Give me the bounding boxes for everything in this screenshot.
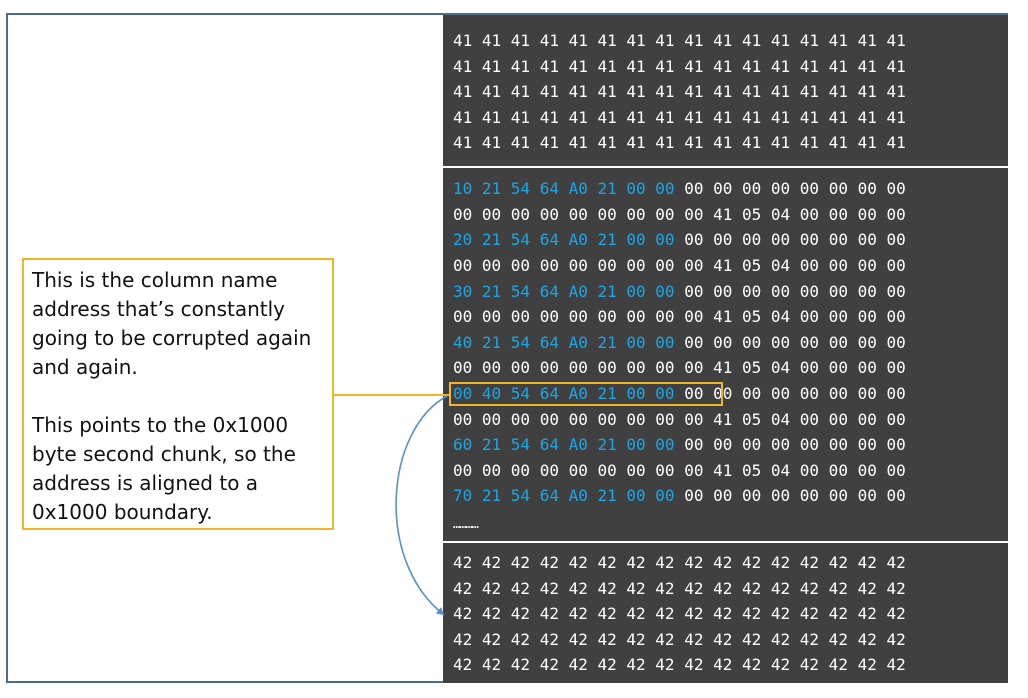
- data-bytes: 00 00 00 00 00 00 00 00: [674, 179, 906, 198]
- data-bytes: 00 00 00 00 00 00 00 00 00 41 05 04 00 0…: [453, 205, 906, 224]
- address-bytes: 00 40 54 64 A0 21 00 00: [453, 384, 675, 403]
- hex-dump-pane: 41 41 41 41 41 41 41 41 41 41 41 41 41 4…: [443, 15, 1008, 683]
- hex-row: 00 00 00 00 00 00 00 00 00 41 05 04 00 0…: [453, 253, 906, 279]
- data-bytes: 00 00 00 00 00 00 00 00 00 41 05 04 00 0…: [453, 461, 906, 480]
- hex-row: 00 00 00 00 00 00 00 00 00 41 05 04 00 0…: [453, 304, 906, 330]
- hex-row: 00 00 00 00 00 00 00 00 00 41 05 04 00 0…: [453, 407, 906, 433]
- address-bytes: 70 21 54 64 A0 21 00 00: [453, 486, 675, 505]
- address-bytes: 30 21 54 64 A0 21 00 00: [453, 282, 675, 301]
- ellipsis: …………: [453, 517, 479, 531]
- data-bytes: 00 00 00 00 00 00 00 00: [674, 486, 906, 505]
- hex-row: 00 00 00 00 00 00 00 00 00 41 05 04 00 0…: [453, 355, 906, 381]
- hex-row: 00 00 00 00 00 00 00 00 00 41 05 04 00 0…: [453, 202, 906, 228]
- hex-row: 42 42 42 42 42 42 42 42 42 42 42 42 42 4…: [453, 630, 906, 649]
- hex-row: 41 41 41 41 41 41 41 41 41 41 41 41 41 4…: [453, 133, 906, 152]
- hex-row: 60 21 54 64 A0 21 00 00 00 00 00 00 00 0…: [453, 432, 906, 458]
- chunk-divider: [443, 541, 1008, 543]
- hex-row: 41 41 41 41 41 41 41 41 41 41 41 41 41 4…: [453, 108, 906, 127]
- address-bytes: 40 21 54 64 A0 21 00 00: [453, 333, 675, 352]
- data-bytes: 00 00 00 00 00 00 00 00 00 41 05 04 00 0…: [453, 358, 906, 377]
- data-bytes: 00 00 00 00 00 00 00 00: [674, 282, 906, 301]
- callout-box: This is the column name address that’s c…: [22, 258, 334, 530]
- corrupted-address-highlight: [449, 382, 723, 406]
- callout-paragraph: This points to the 0x1000 byte second ch…: [32, 413, 296, 524]
- hex-row: 40 21 54 64 A0 21 00 00 00 00 00 00 00 0…: [453, 330, 906, 356]
- hex-row: 41 41 41 41 41 41 41 41 41 41 41 41 41 4…: [453, 57, 906, 76]
- hex-row: 42 42 42 42 42 42 42 42 42 42 42 42 42 4…: [453, 553, 906, 572]
- data-bytes: 00 00 00 00 00 00 00 00 00 41 05 04 00 0…: [453, 410, 906, 429]
- hex-row: 41 41 41 41 41 41 41 41 41 41 41 41 41 4…: [453, 82, 906, 101]
- hex-row: 20 21 54 64 A0 21 00 00 00 00 00 00 00 0…: [453, 227, 906, 253]
- address-bytes: 20 21 54 64 A0 21 00 00: [453, 230, 675, 249]
- address-bytes: 60 21 54 64 A0 21 00 00: [453, 435, 675, 454]
- chunk-divider: [443, 166, 1008, 168]
- hex-row: 00 00 00 00 00 00 00 00 00 41 05 04 00 0…: [453, 458, 906, 484]
- data-bytes: 00 00 00 00 00 00 00 00: [674, 230, 906, 249]
- data-bytes: 00 00 00 00 00 00 00 00: [674, 435, 906, 454]
- hex-row: 42 42 42 42 42 42 42 42 42 42 42 42 42 4…: [453, 604, 906, 623]
- address-bytes: 10 21 54 64 A0 21 00 00: [453, 179, 675, 198]
- pointer-arrow: [395, 395, 448, 616]
- data-bytes: 00 00 00 00 00 00 00 00 00 41 05 04 00 0…: [453, 256, 906, 275]
- data-bytes: 00 00 00 00 00 00 00 00 00 41 05 04 00 0…: [453, 307, 906, 326]
- hex-row: 70 21 54 64 A0 21 00 00 00 00 00 00 00 0…: [453, 483, 906, 509]
- hex-row: 42 42 42 42 42 42 42 42 42 42 42 42 42 4…: [453, 579, 906, 598]
- hex-row: 41 41 41 41 41 41 41 41 41 41 41 41 41 4…: [453, 31, 906, 50]
- hex-row: 42 42 42 42 42 42 42 42 42 42 42 42 42 4…: [453, 655, 906, 674]
- hex-row: 10 21 54 64 A0 21 00 00 00 00 00 00 00 0…: [453, 176, 906, 202]
- hex-row: 30 21 54 64 A0 21 00 00 00 00 00 00 00 0…: [453, 279, 906, 305]
- data-bytes: 00 00 00 00 00 00 00 00: [674, 333, 906, 352]
- callout-paragraph: This is the column name address that’s c…: [32, 268, 312, 379]
